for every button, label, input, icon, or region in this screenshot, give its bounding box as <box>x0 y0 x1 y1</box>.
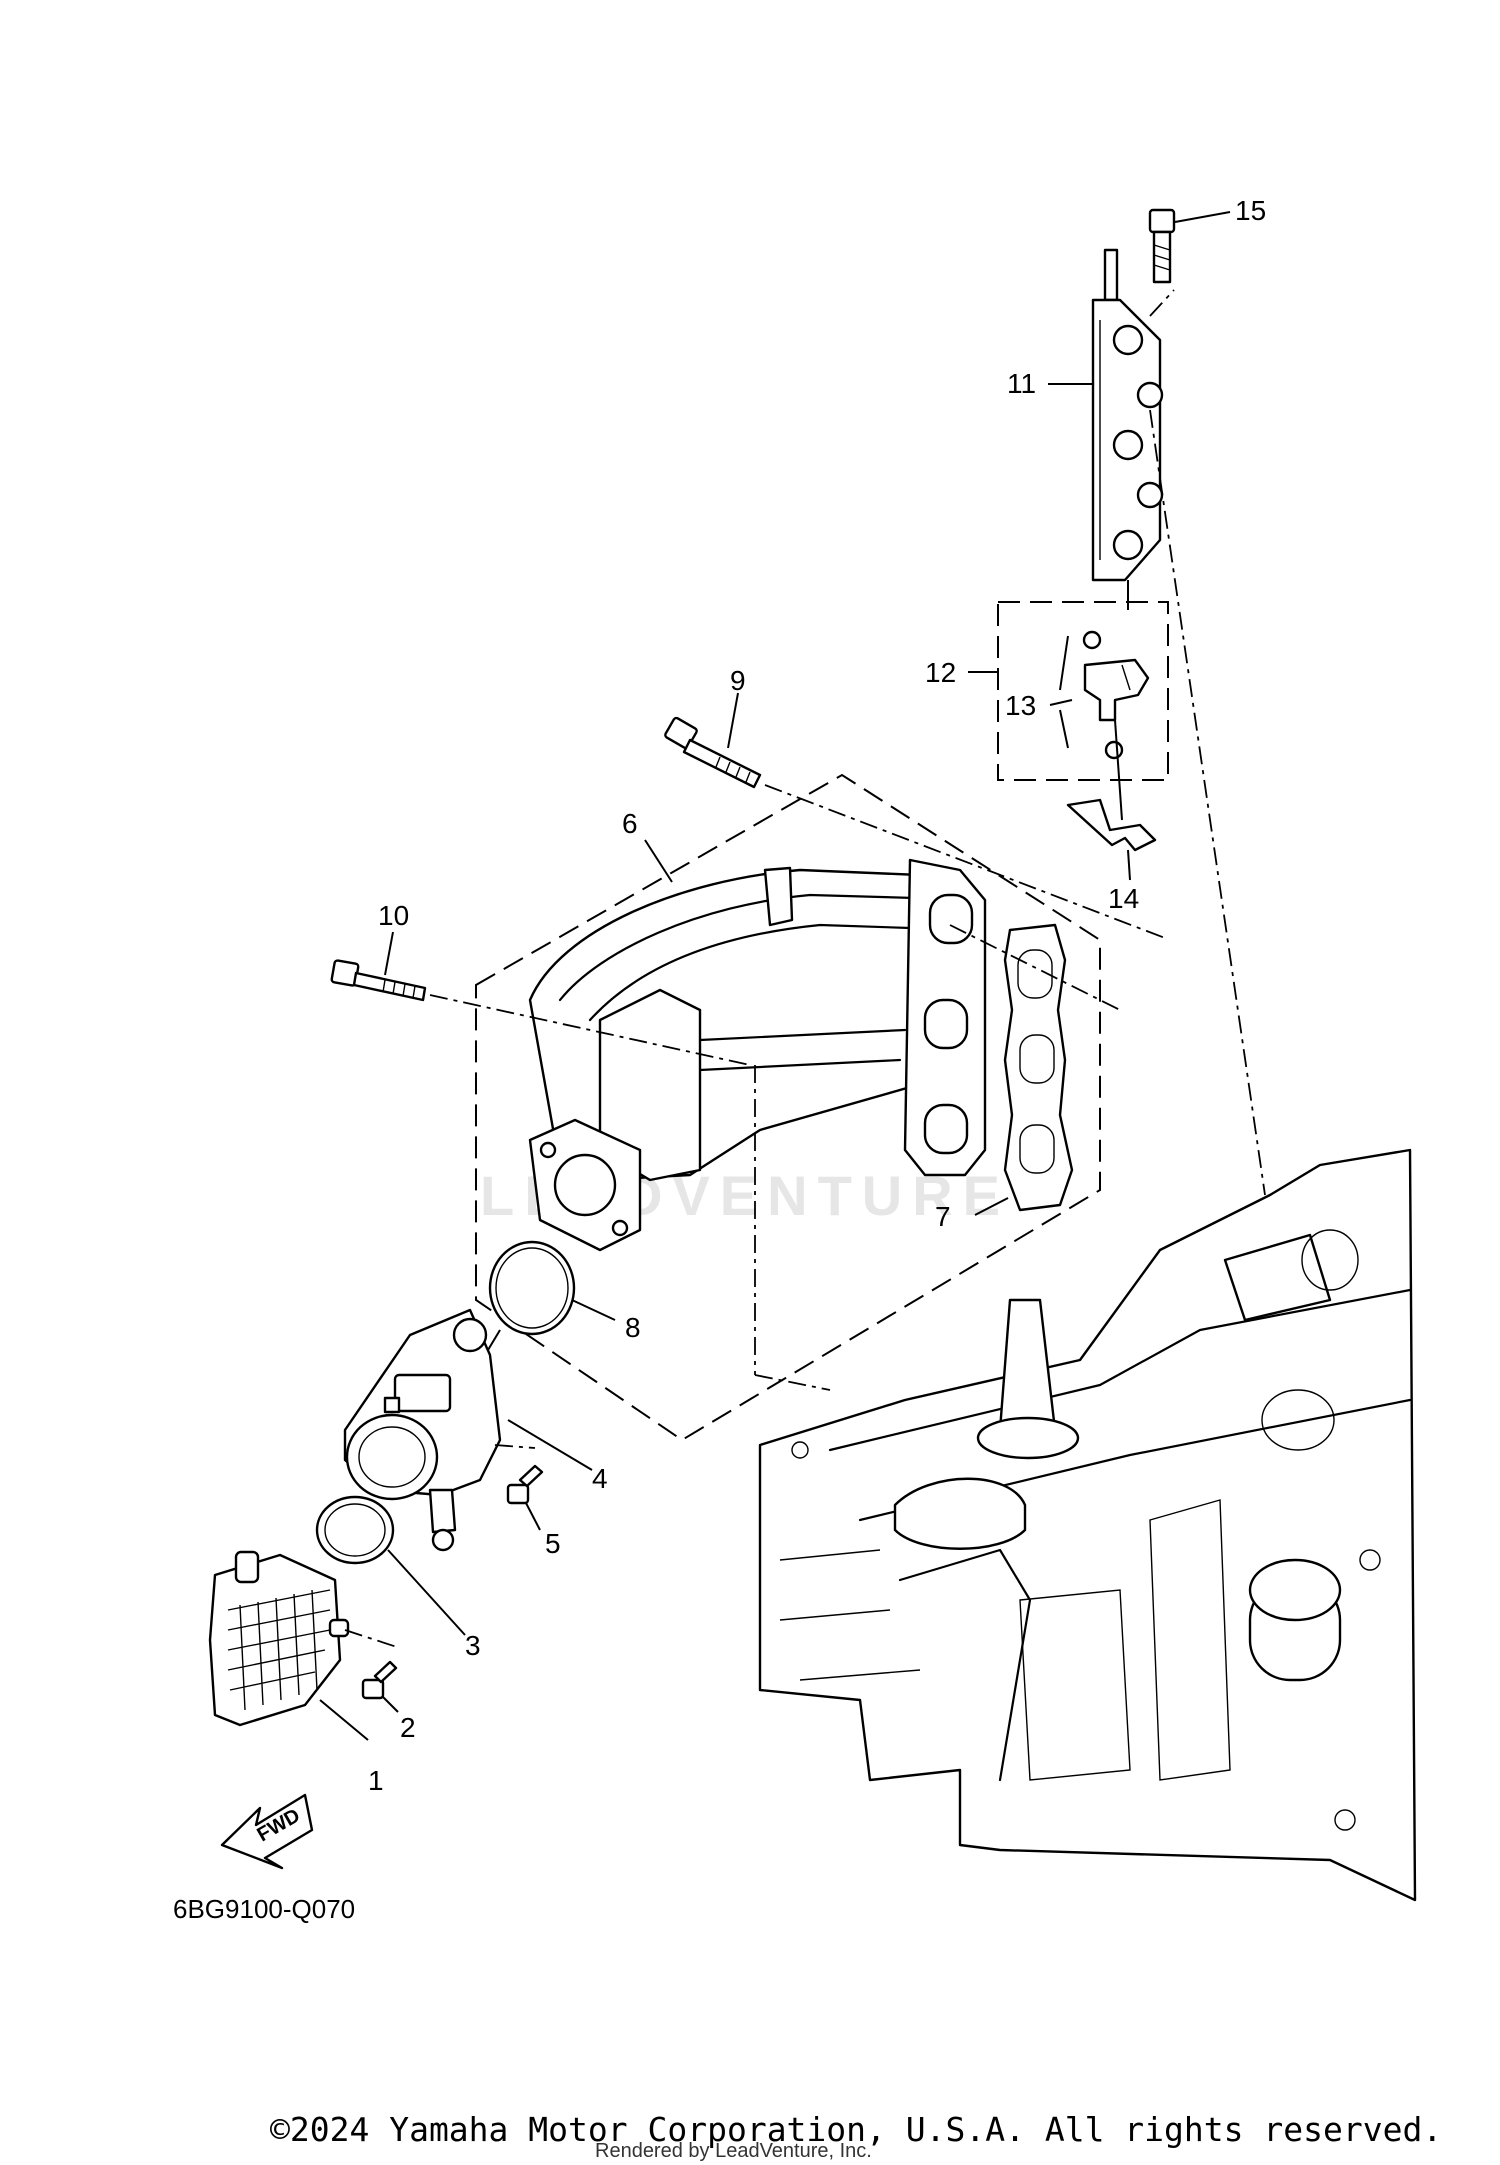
rendered-by-notice: Rendered by LeadVenture, Inc. <box>595 2140 872 2162</box>
callout-4[interactable]: 4 <box>592 1463 608 1494</box>
callout-13[interactable]: 13 <box>1005 690 1036 721</box>
callout-2[interactable]: 2 <box>400 1712 416 1743</box>
o-ring-3 <box>315 1495 395 1565</box>
callout-3[interactable]: 3 <box>465 1630 481 1661</box>
copyright-notice: ©2024 Yamaha Motor Corporation, U.S.A. A… <box>270 2110 1443 2149</box>
callout-15[interactable]: 15 <box>1235 195 1266 226</box>
manifold-gasket-7 <box>1003 923 1074 1212</box>
callout-11[interactable]: 11 <box>1007 368 1036 399</box>
intake-silencer-1 <box>208 1550 350 1727</box>
bolt-10 <box>330 959 427 1002</box>
callout-6[interactable]: 6 <box>622 808 638 839</box>
callout-10[interactable]: 10 <box>378 900 409 931</box>
diagram-code: 6BG9100-Q070 <box>173 1894 355 1924</box>
bolt-9 <box>664 716 762 789</box>
screw-5 <box>506 1464 544 1505</box>
callout-12[interactable]: 12 <box>925 657 956 688</box>
screw-2 <box>361 1660 398 1700</box>
throttle-body-4 <box>343 1308 502 1552</box>
callout-14[interactable]: 14 <box>1108 883 1139 914</box>
callout-8[interactable]: 8 <box>625 1312 641 1343</box>
fwd-arrow-icon: FWD <box>220 1793 314 1870</box>
clip-14 <box>1066 798 1157 852</box>
silencer-grille <box>227 1589 331 1711</box>
manifold-group-box-6 <box>475 773 1101 1442</box>
bolt-15 <box>1148 208 1176 284</box>
callout-9[interactable]: 9 <box>730 665 746 696</box>
fuel-rail-11 <box>1091 248 1164 582</box>
engine-block <box>758 1148 1417 1902</box>
intake-manifold-6 <box>528 858 987 1252</box>
callout-1[interactable]: 1 <box>368 1765 384 1796</box>
callout-5[interactable]: 5 <box>545 1528 561 1559</box>
injector-group-box-12 <box>997 601 1169 781</box>
injector-13 <box>1082 630 1150 760</box>
o-ring-8 <box>488 1240 576 1336</box>
callout-7[interactable]: 7 <box>935 1201 951 1232</box>
